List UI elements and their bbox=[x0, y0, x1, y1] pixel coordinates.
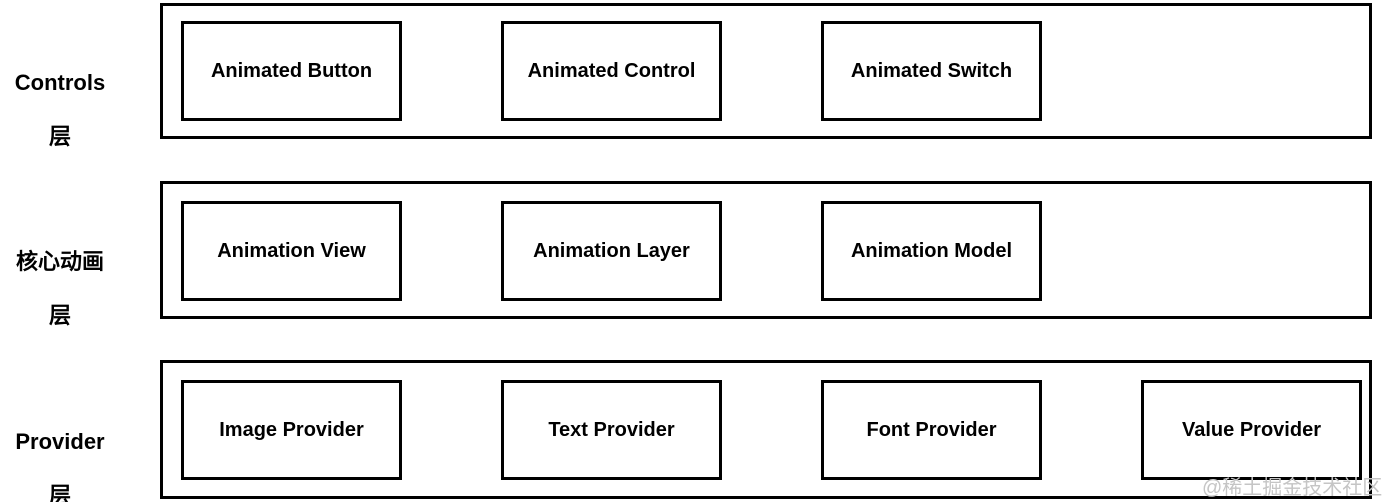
component-box-font-provider: Font Provider bbox=[821, 380, 1042, 480]
component-label: Animated Button bbox=[210, 59, 373, 82]
layer-label-provider: Provider 层 bbox=[0, 401, 120, 502]
component-label: Image Provider bbox=[219, 418, 364, 441]
component-box-animation-view: Animation View bbox=[181, 201, 402, 301]
provider-layer-container: Image Provider Text Provider Font Provid… bbox=[160, 360, 1372, 499]
component-label: Animated Control bbox=[527, 59, 696, 82]
component-box-text-provider: Text Provider bbox=[501, 380, 722, 480]
controls-layer-container: Animated Button Animated Control Animate… bbox=[160, 3, 1372, 139]
component-box-animation-model: Animation Model bbox=[821, 201, 1042, 301]
component-label: Animation View bbox=[217, 239, 366, 262]
component-box-image-provider: Image Provider bbox=[181, 380, 402, 480]
layer-label-provider-line1: Provider bbox=[15, 429, 105, 454]
component-label: Animation Model bbox=[850, 239, 1013, 262]
component-label: Font Provider bbox=[866, 418, 997, 441]
component-box-animated-control: Animated Control bbox=[501, 21, 722, 121]
component-box-animated-button: Animated Button bbox=[181, 21, 402, 121]
layer-label-provider-line2: 层 bbox=[48, 483, 71, 502]
component-label: Animated Switch bbox=[850, 59, 1013, 82]
community-watermark: @稀土掘金技术社区 bbox=[1202, 477, 1382, 499]
component-box-value-provider: Value Provider bbox=[1141, 380, 1362, 480]
layer-label-core-animation-line2: 层 bbox=[48, 303, 71, 328]
component-label: Value Provider bbox=[1182, 418, 1321, 441]
core-animation-layer-container: Animation View Animation Layer Animation… bbox=[160, 181, 1372, 319]
component-label: Text Provider bbox=[548, 418, 675, 441]
component-label: Animation Layer bbox=[533, 239, 690, 262]
layer-label-controls-line1: Controls bbox=[14, 70, 106, 95]
layer-label-controls: Controls 层 bbox=[0, 42, 120, 177]
component-box-animation-layer: Animation Layer bbox=[501, 201, 722, 301]
layer-label-controls-line2: 层 bbox=[48, 124, 71, 149]
layer-label-core-animation-line1: 核心动画 bbox=[15, 249, 104, 274]
layer-label-core-animation: 核心动画 层 bbox=[0, 221, 120, 356]
component-box-animated-switch: Animated Switch bbox=[821, 21, 1042, 121]
